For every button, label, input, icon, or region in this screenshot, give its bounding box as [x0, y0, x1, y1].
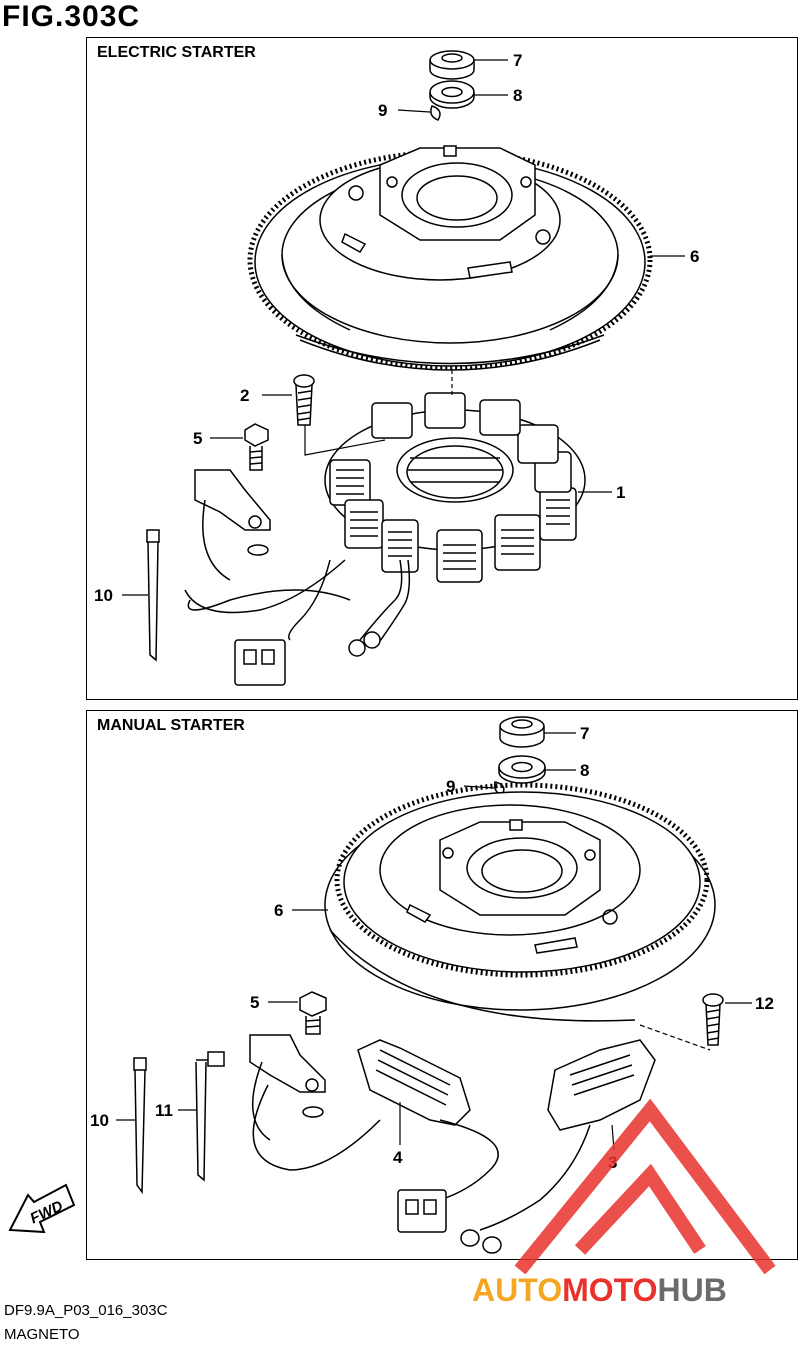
callout-2-electric: 2 — [240, 386, 249, 405]
stator-part-1 — [324, 392, 586, 583]
pulser-coil-manual — [249, 1034, 381, 1171]
callout-12-manual: 12 — [755, 994, 774, 1013]
callout-10-manual: 10 — [90, 1111, 109, 1130]
bolt-part-5-electric — [244, 423, 269, 471]
callout-10-electric: 10 — [94, 586, 113, 605]
callout-4-manual: 4 — [393, 1148, 403, 1167]
callout-7-electric: 7 — [513, 51, 522, 70]
electric-starter-panel: ELECTRIC STARTER — [86, 37, 798, 700]
bolt-part-5-manual — [299, 991, 327, 1035]
lighting-coil-part-3 — [460, 1039, 656, 1254]
manual-starter-panel: MANUAL STARTER — [86, 710, 798, 1260]
watermark-part-moto: MOTO — [562, 1272, 658, 1308]
clamp-part-11 — [195, 1051, 225, 1182]
cable-tie-part-10-electric — [146, 529, 160, 662]
callout-9-electric: 9 — [378, 101, 387, 120]
callout-9-manual: 9 — [446, 777, 455, 796]
manual-starter-title: MANUAL STARTER — [97, 717, 245, 734]
forward-direction-arrow — [8, 1183, 76, 1234]
callout-11-manual: 11 — [155, 1101, 173, 1120]
flywheel-part-6-electric — [247, 145, 653, 371]
watermark-logo-icon — [514, 1098, 776, 1275]
screw-part-12 — [702, 993, 724, 1046]
callout-7-manual: 7 — [580, 724, 589, 743]
electric-starter-title: ELECTRIC STARTER — [97, 44, 256, 61]
watermark-part-hub: HUB — [657, 1272, 727, 1308]
flywheel-part-6-manual — [324, 782, 716, 1022]
watermark-text: AUTOMOTOHUB — [472, 1272, 727, 1309]
callout-8-manual: 8 — [580, 761, 589, 780]
screw-part-2 — [293, 374, 315, 426]
charge-coil-part-4 — [357, 1039, 499, 1233]
nut-part-7 — [429, 50, 475, 80]
watermark-part-auto: AUTO — [472, 1272, 563, 1308]
figure-title: FIG.303C — [2, 0, 141, 33]
callout-6-manual: 6 — [274, 901, 283, 920]
key-part-9 — [430, 105, 441, 121]
callout-1-electric: 1 — [616, 483, 625, 502]
washer-part-8-manual — [498, 755, 546, 784]
stator-wire-harness — [184, 559, 411, 686]
washer-part-8 — [429, 80, 475, 109]
callout-5-manual: 5 — [250, 993, 259, 1012]
leader-lines-electric — [122, 59, 685, 596]
callout-6-electric: 6 — [690, 247, 699, 266]
nut-part-7-manual — [499, 716, 545, 748]
footer-figure-code: DF9.9A_P03_016_303C — [4, 1302, 168, 1319]
callout-5-electric: 5 — [193, 429, 202, 448]
cable-tie-part-10-manual — [133, 1057, 147, 1195]
footer-figure-name: MAGNETO — [4, 1326, 80, 1343]
callout-8-electric: 8 — [513, 86, 522, 105]
pulser-coil-electric — [194, 469, 271, 581]
